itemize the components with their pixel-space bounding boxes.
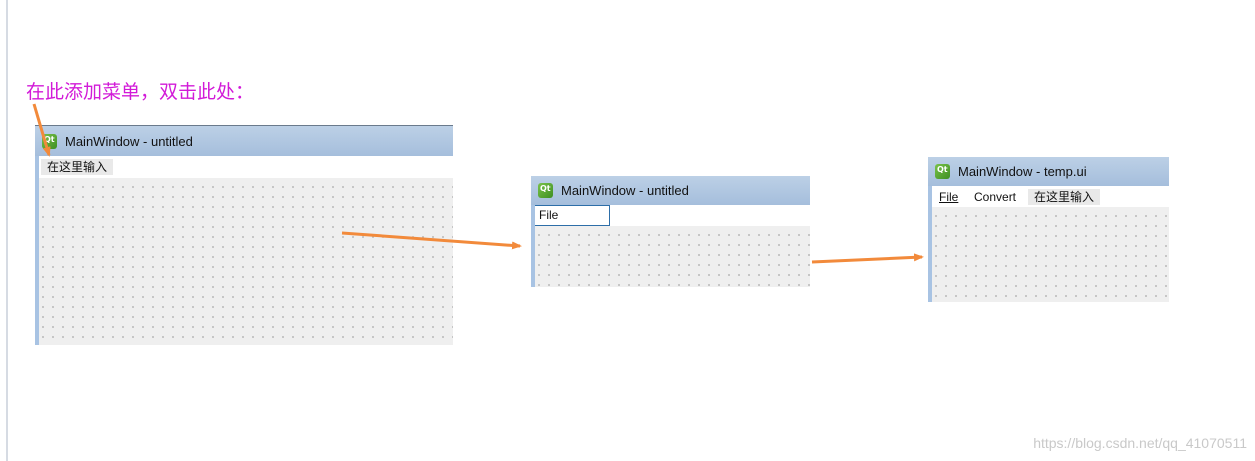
menu-convert-label: Convert	[974, 190, 1017, 204]
window-untitled-2: MainWindow - untitled File	[531, 176, 810, 287]
menu-convert[interactable]: Convert	[974, 189, 1016, 205]
form-canvas[interactable]	[531, 226, 810, 287]
menu-bar: File Convert 在这里输入	[928, 186, 1169, 207]
window-title: MainWindow - untitled	[65, 133, 193, 149]
title-bar[interactable]: MainWindow - temp.ui	[928, 157, 1169, 186]
window-title: MainWindow - temp.ui	[958, 164, 1087, 179]
title-bar[interactable]: MainWindow - untitled	[35, 126, 453, 156]
menu-type-here-placeholder[interactable]: 在这里输入	[41, 159, 114, 175]
window-edge	[35, 156, 39, 345]
title-bar[interactable]: MainWindow - untitled	[531, 176, 810, 205]
menu-file-label: File	[939, 190, 959, 204]
menu-type-here-placeholder[interactable]: 在这里输入	[1028, 189, 1101, 205]
arrow-to-placeholder	[32, 103, 51, 157]
window-temp-ui: MainWindow - temp.ui File Convert 在这里输入	[928, 157, 1169, 302]
form-canvas[interactable]	[35, 178, 453, 345]
annotation-text: 在此添加菜单，双击此处：	[26, 81, 255, 103]
window-untitled-1: MainWindow - untitled 在这里输入	[35, 125, 453, 345]
arrow-to-window3	[811, 253, 924, 264]
qt-logo-icon	[538, 183, 553, 198]
qt-logo-icon	[935, 164, 950, 179]
form-canvas[interactable]	[928, 207, 1169, 302]
watermark-url: https://blog.csdn.net/qq_41070511	[1033, 435, 1247, 451]
menu-file[interactable]: File	[939, 189, 958, 205]
window-edge	[531, 205, 535, 287]
window-edge	[928, 186, 932, 302]
left-edge	[0, 0, 8, 461]
arrow-to-window2	[341, 231, 522, 250]
window-title: MainWindow - untitled	[561, 183, 689, 198]
menu-bar: 在这里输入	[35, 156, 453, 178]
